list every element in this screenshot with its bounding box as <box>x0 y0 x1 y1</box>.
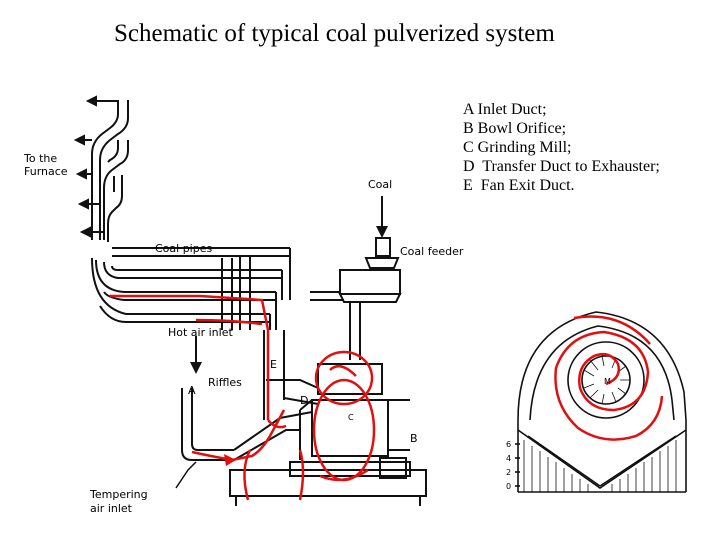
label-tempering: Tempering <box>89 488 148 501</box>
label-c: C <box>348 413 354 422</box>
grinding-mill <box>229 363 427 506</box>
furnace-pipes <box>91 100 291 330</box>
flow-arrowheads <box>224 454 236 466</box>
label-hot-air-inlet: Hot air inlet <box>168 326 233 339</box>
label-d: D <box>300 394 308 407</box>
exhauster-duct <box>263 330 319 420</box>
cross-section <box>515 311 687 493</box>
label-to-the: To the <box>23 152 57 165</box>
inlet-duct <box>181 336 313 461</box>
scale-tick-0: 0 <box>506 482 511 491</box>
legend: A Inlet Duct; B Bowl Orifice; C Grinding… <box>463 100 660 195</box>
cross-section-hatch <box>523 355 677 492</box>
label-riffles: Riffles <box>208 376 242 389</box>
legend-item-d: D Transfer Duct to Exhauster; <box>463 158 660 175</box>
coal-arrow <box>376 226 388 238</box>
label-e: E <box>270 358 277 371</box>
furnace-arrows <box>73 95 118 238</box>
legend-item-e: E Fan Exit Duct. <box>463 177 575 194</box>
coal-feeder <box>310 196 402 360</box>
label-coal-pipes: Coal pipes <box>155 242 212 255</box>
label-coal-feeder: Coal feeder <box>400 245 464 258</box>
legend-item-c: C Grinding Mill; <box>463 139 572 156</box>
label-a: A <box>188 384 196 397</box>
scale-tick-4: 4 <box>506 454 511 463</box>
label-coal: Coal <box>368 178 392 191</box>
label-b: B <box>410 432 418 445</box>
legend-item-a: A Inlet Duct; <box>463 101 547 118</box>
flow-paths <box>110 294 376 501</box>
tempering-leader <box>175 461 197 489</box>
scale-tick-2: 2 <box>506 468 511 477</box>
cross-section-flow <box>554 315 664 441</box>
legend-item-b: B Bowl Orifice; <box>463 120 567 137</box>
label-m: M <box>604 377 611 386</box>
scale-tick-6: 6 <box>506 440 511 449</box>
hot-air-arrow <box>190 362 202 374</box>
page-title: Schematic of typical coal pulverized sys… <box>114 20 555 47</box>
label-air-inlet: air inlet <box>90 502 133 515</box>
label-furnace: Furnace <box>24 165 68 178</box>
